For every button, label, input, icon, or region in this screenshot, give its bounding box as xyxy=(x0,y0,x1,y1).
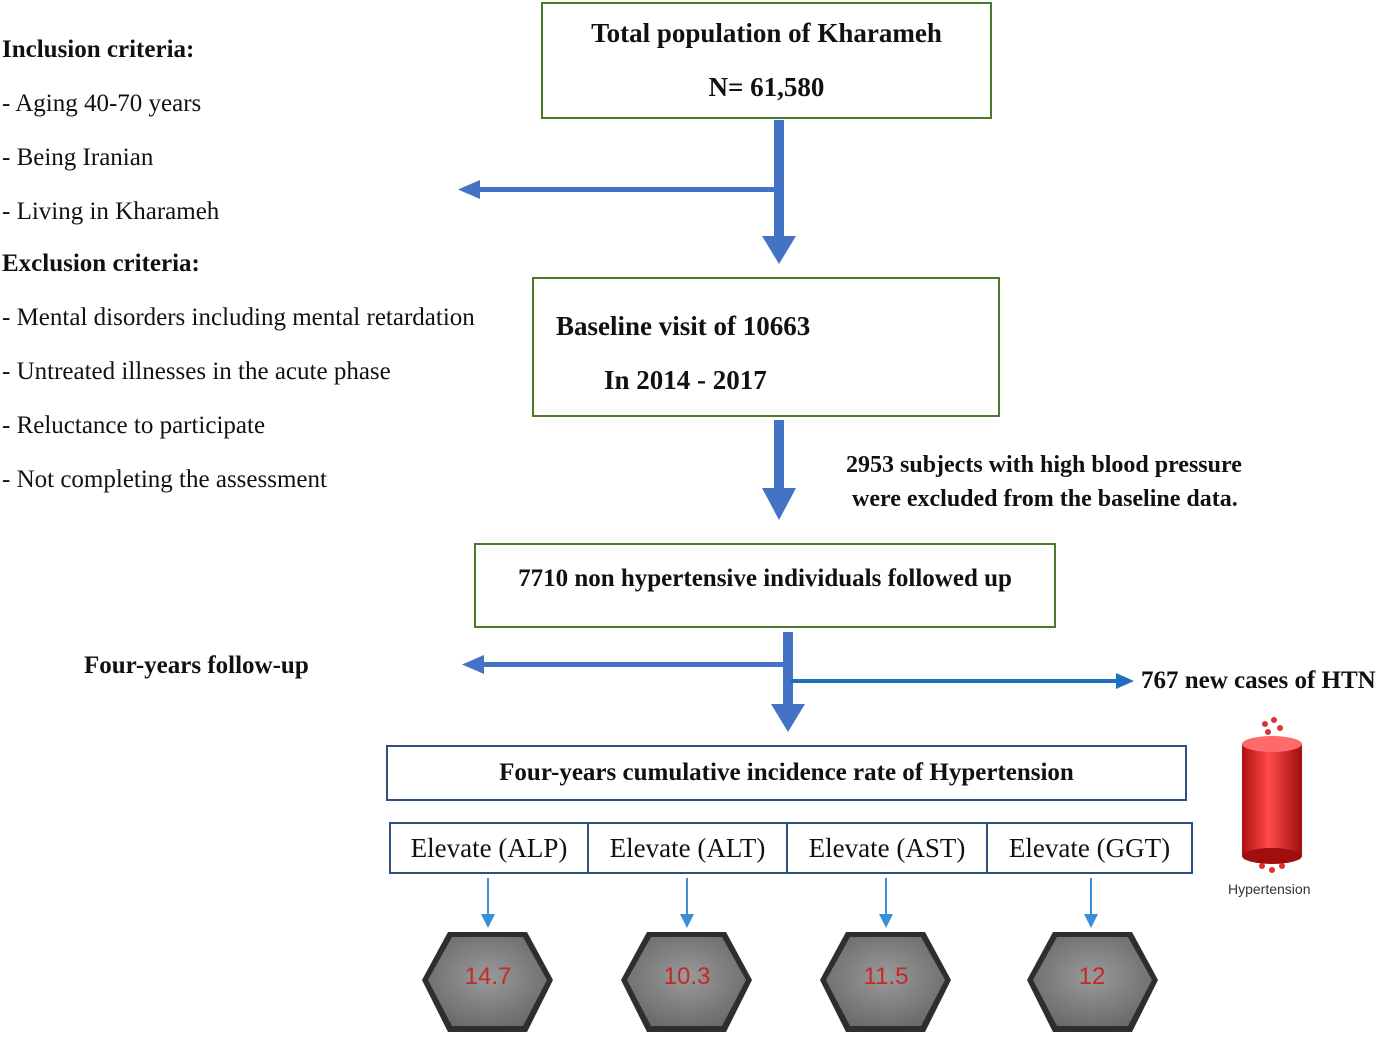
incidence-label: Four-years cumulative incidence rate of … xyxy=(499,759,1074,786)
enzyme-cell-ggt: Elevate (GGT) xyxy=(986,822,1193,874)
arrow-baseline-to-followup xyxy=(762,420,796,520)
enzyme-arrows xyxy=(481,878,1098,928)
hexagon-ggt xyxy=(1027,932,1158,1032)
inclusion-item: - Being Iranian xyxy=(2,144,154,171)
hypertension-icon-label: Hypertension xyxy=(1228,881,1311,897)
hexagon-alp xyxy=(422,932,553,1032)
arrow-to-followup-label xyxy=(462,655,784,674)
arrow-to-new-cases xyxy=(790,673,1134,689)
exclusion-item: - Mental disorders including mental reta… xyxy=(2,304,475,331)
total-count: N= 61,580 xyxy=(708,72,825,102)
hypertension-icon xyxy=(1242,717,1302,873)
enzyme-cell-alt: Elevate (ALT) xyxy=(587,822,788,874)
baseline-box: Baseline visit of 10663 In 2014 - 2017 xyxy=(532,277,1000,417)
followup-label: 7710 non hypertensive individuals follow… xyxy=(518,565,1012,592)
hexagon-alt xyxy=(621,932,752,1032)
total-title: Total population of Kharameh xyxy=(591,18,942,48)
incidence-box: Four-years cumulative incidence rate of … xyxy=(386,745,1187,801)
inclusion-item: - Living in Kharameh xyxy=(2,198,220,225)
excluded-note-line1: 2953 subjects with high blood pressure xyxy=(846,452,1242,478)
value-ast: 11.5 xyxy=(863,963,909,990)
arrow-followup-to-incidence xyxy=(771,632,805,732)
hexagon-ast xyxy=(820,932,951,1032)
value-alp: 14.7 xyxy=(464,963,512,990)
baseline-title: Baseline visit of 10663 xyxy=(556,311,811,341)
inclusion-title: Inclusion criteria: xyxy=(2,36,195,63)
exclusion-item: - Not completing the assessment xyxy=(2,466,327,493)
arrow-total-to-baseline xyxy=(762,120,796,264)
four-years-followup-label: Four-years follow-up xyxy=(84,652,309,679)
excluded-note-line2: were excluded from the baseline data. xyxy=(852,486,1238,512)
baseline-years: In 2014 - 2017 xyxy=(604,365,767,395)
total-population-box: Total population of Kharameh N= 61,580 xyxy=(541,2,992,119)
enzyme-cell-alp: Elevate (ALP) xyxy=(389,822,589,874)
exclusion-title: Exclusion criteria: xyxy=(2,250,200,277)
enzyme-cell-ast: Elevate (AST) xyxy=(786,822,988,874)
exclusion-item: - Untreated illnesses in the acute phase xyxy=(2,358,391,385)
value-alt: 10.3 xyxy=(663,963,711,990)
value-ggt: 12 xyxy=(1078,963,1106,990)
followup-box: 7710 non hypertensive individuals follow… xyxy=(474,543,1056,628)
exclusion-item: - Reluctance to participate xyxy=(2,412,266,439)
inclusion-item: - Aging 40-70 years xyxy=(2,90,202,117)
new-cases-label: 767 new cases of HTN xyxy=(1141,667,1376,694)
arrow-to-criteria xyxy=(458,180,777,199)
